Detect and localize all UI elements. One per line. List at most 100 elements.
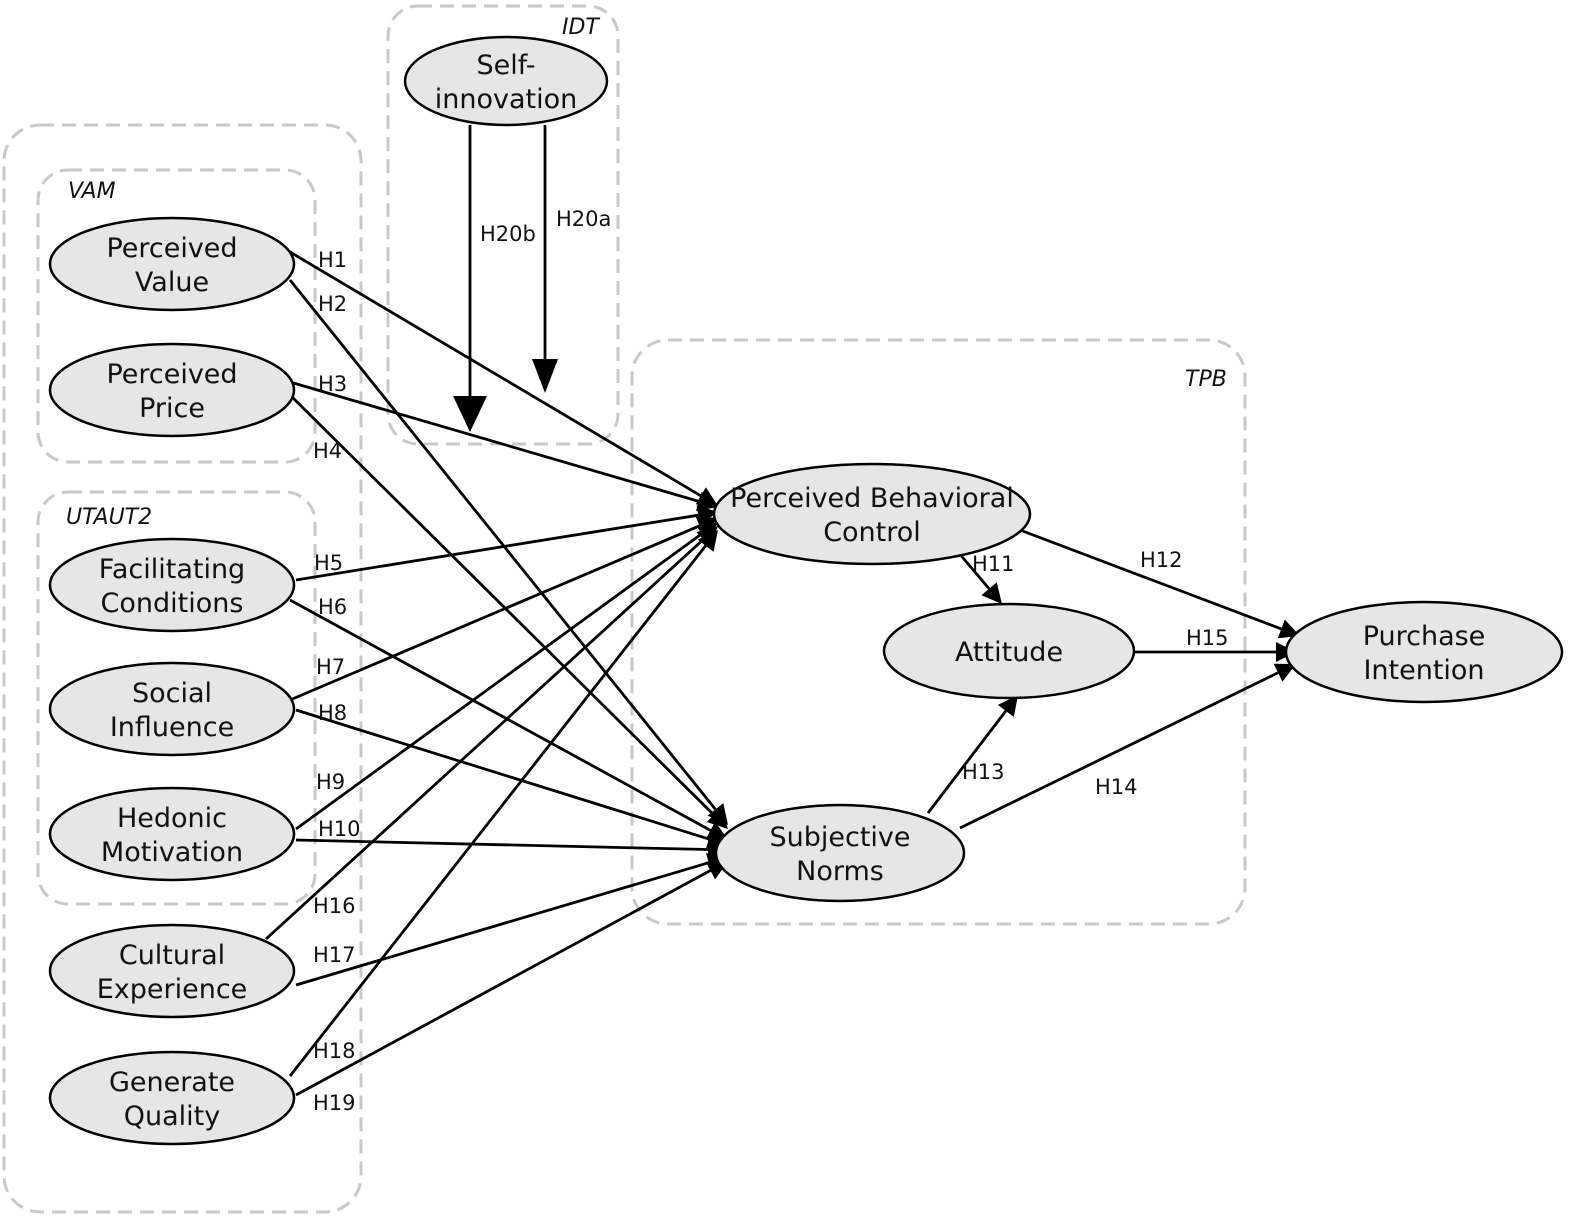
edges-layer [265,125,1300,1097]
arrow-h17 [295,861,710,987]
arrow-h13 [926,710,1007,814]
edge-label-h16: H16 [313,894,356,918]
node-label-line: Motivation [101,837,243,868]
edge-label-h19: H19 [313,1091,356,1115]
edge-label-h13: H13 [962,760,1005,784]
node-label-line: Perceived [106,233,237,264]
arrowhead-h13 [997,695,1018,717]
node-label-line: Cultural [119,940,225,971]
edge-label-h20b: H20b [480,222,536,246]
node-ellipse-generate-quality [48,1050,296,1146]
edge-label-h14: H14 [1095,775,1138,799]
node-ellipse-hedonic-motivation [48,786,296,882]
edge-label-h20a: H20a [556,207,611,231]
arrowhead-h11 [981,582,1002,604]
group-box-vam [36,168,317,464]
node-ellipse-self-innovation [403,35,609,127]
node-label-line: Hedonic [117,803,227,834]
edge-label-h18: H18 [313,1039,356,1063]
node-ellipse-perceived-price [48,342,296,438]
arrow-h5 [295,513,699,582]
arrowhead-h20b [453,396,487,432]
arrow-h2 [288,279,717,811]
arrow-h12 [1019,528,1282,631]
node-label-line: Price [139,393,205,424]
edge-label-h6: H6 [318,595,347,619]
arrow-h7 [289,524,701,702]
arrow-h4 [289,394,715,816]
node-label-line: Perceived Behavioral [730,483,1014,514]
node-label-line: Conditions [101,588,244,619]
group-label-vam: VAM [68,179,116,204]
node-ellipse-perceived-behavioral-control [712,462,1032,566]
node-ellipse-subjective-norms [714,803,966,903]
node-label-line: Purchase [1363,621,1486,652]
node-label-line: Perceived [106,359,237,390]
group-box-tpb [630,338,1247,926]
node-attitude: Attitude [882,602,1136,700]
edge-label-h12: H12 [1140,548,1183,572]
node-label-line: Quality [124,1101,220,1132]
arrow-h18 [288,544,707,1077]
edge-label-h15: H15 [1186,626,1229,650]
node-label-line: Subjective [769,822,910,853]
node-label-line: innovation [435,84,578,115]
node-label-line: Norms [796,856,884,887]
node-ellipse-attitude [882,602,1136,700]
node-label-line: Facilitating [99,554,245,585]
group-box-utaut2 [36,490,317,906]
arrow-h3 [289,380,700,503]
arrowhead-h3 [695,491,718,511]
edge-label-h7: H7 [316,655,345,679]
edge-label-h3: H3 [318,372,347,396]
node-ellipse-facilitating-conditions [48,537,296,633]
node-ellipse-perceived-value [48,216,296,312]
arrow-h10 [295,838,709,851]
node-label-line: Social [132,678,212,709]
edge-label-h10: H10 [318,817,361,841]
edge-label-h2: H2 [318,292,347,316]
node-label-line: Self- [476,50,535,81]
node-label-line: Intention [1363,655,1484,686]
arrow-h9 [295,532,703,831]
edge-label-h5: H5 [314,551,343,575]
group-label-utaut2: UTAUT2 [66,505,152,530]
arrow-h14 [959,671,1279,830]
node-label-line: Influence [110,712,234,743]
arrowhead-h14 [1273,663,1296,682]
edge-label-h8: H8 [318,701,347,725]
arrow-h16 [265,538,705,941]
node-ellipse-social-influence [48,661,296,757]
arrow-h8 [295,708,710,841]
node-ellipse-cultural-experience [48,923,296,1019]
arrowhead-h4 [706,807,728,829]
node-label-line: Control [823,517,921,548]
arrowhead-h18 [697,530,718,552]
arrow-h1 [289,250,702,497]
node-label-line: Value [135,267,209,298]
edge-label-h4: H4 [313,439,342,463]
edge-label-h17: H17 [313,943,356,967]
arrowhead-h20a [532,359,558,393]
edge-label-h11: H11 [972,552,1015,576]
node-label-line: Experience [97,974,248,1005]
group-label-idt: IDT [562,15,600,40]
arrow-h19 [295,869,712,1097]
group-label-tpb: TPB [1185,367,1227,392]
arrow-h6 [289,598,712,832]
node-label-line: Attitude [955,637,1063,668]
edge-label-h9: H9 [316,770,345,794]
arrow-h11 [956,551,991,590]
edge-label-h1: H1 [318,248,347,272]
node-ellipse-purchase-intention [1284,600,1564,704]
node-self-innovation: Self-innovation [403,35,609,127]
